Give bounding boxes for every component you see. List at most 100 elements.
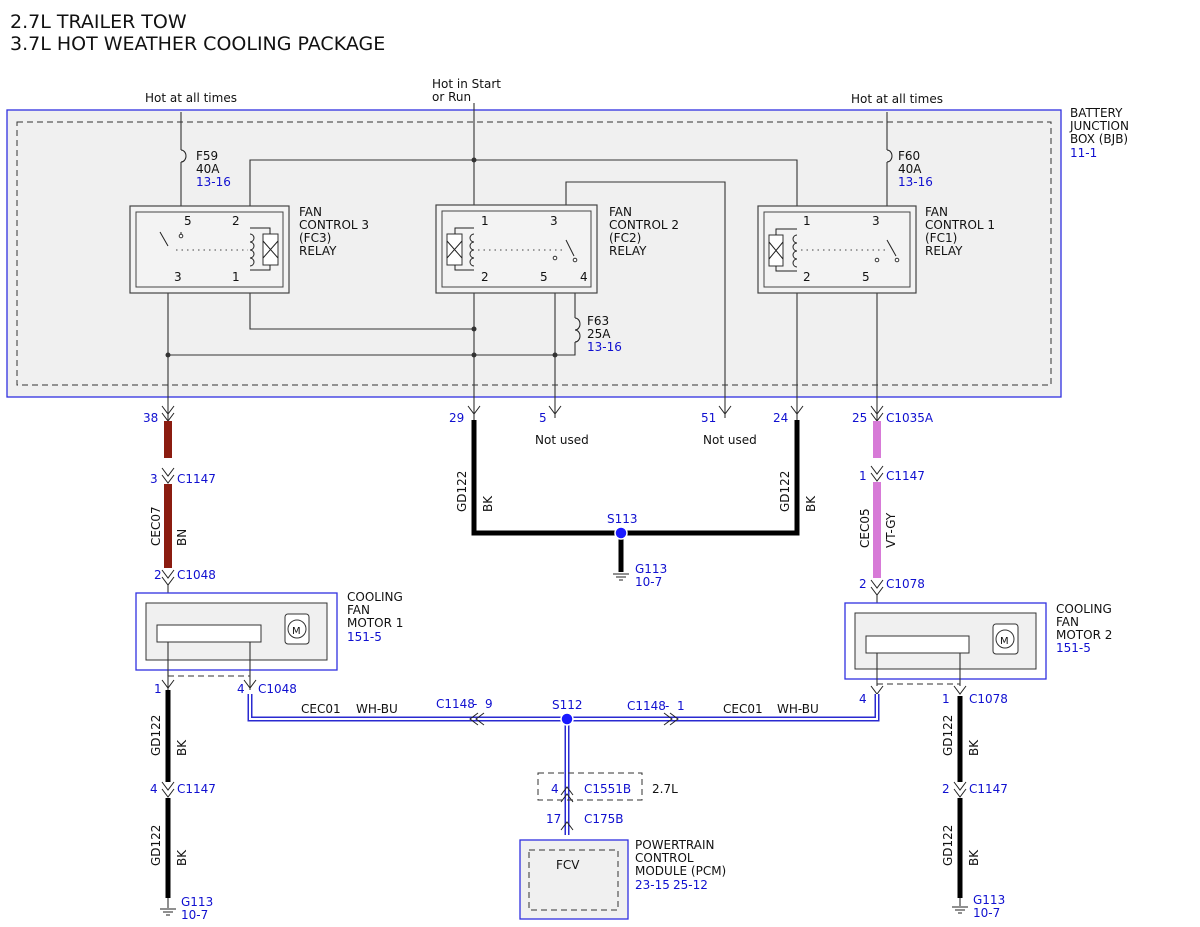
- power-label-middle-1: Hot in Start: [432, 77, 501, 91]
- bjb-pin-25: 25: [852, 411, 867, 425]
- signal-left-pin: 9: [485, 697, 493, 711]
- bl-color-2: BK: [175, 849, 189, 866]
- fc1-pin-2: 2: [803, 270, 811, 284]
- bl-ground: G113: [181, 895, 213, 909]
- fc2-pin-2: 2: [481, 270, 489, 284]
- ground-left-color: BK: [481, 495, 495, 512]
- motor2-c1078: C1078: [969, 692, 1008, 706]
- signal-left-dash: -: [473, 697, 477, 711]
- fuse-f60-name: F60: [898, 149, 920, 163]
- motor1-pins: [167, 642, 251, 690]
- c175b-label: C175B: [584, 812, 624, 826]
- br-circuit-2: GD122: [941, 825, 955, 866]
- left-c1147-bottom-arrow: [161, 781, 175, 798]
- bjb-label-2: JUNCTION: [1069, 119, 1129, 133]
- right-color-vtgy: VT-GY: [884, 512, 898, 548]
- bjb-connector-c1035a: C1035A: [886, 411, 934, 425]
- not-used-pin51: Not used: [703, 433, 757, 447]
- c1551b-pin: 4: [551, 782, 559, 796]
- motor2-pins: [876, 653, 961, 686]
- pcm-fcv: FCV: [556, 858, 580, 872]
- br-ground-ref: 10-7: [973, 906, 1000, 920]
- bl-c1147-pin: 4: [150, 782, 158, 796]
- c1148-1-arrow: [663, 712, 679, 726]
- br-ground: G113: [973, 893, 1005, 907]
- relay-fc2: 1 3 2 5 4: [435, 204, 598, 294]
- br-circuit: GD122: [941, 715, 955, 756]
- motor1-label-3: MOTOR 1: [347, 616, 403, 630]
- motor2-label-3: MOTOR 2: [1056, 628, 1112, 642]
- signal-right-color: WH-BU: [777, 702, 819, 716]
- c1078-arrow: [870, 579, 884, 596]
- fc2-label-1: FAN: [609, 205, 632, 219]
- signal-right-pin: 1: [677, 699, 685, 713]
- left-c1048: C1048: [177, 568, 216, 582]
- motor-1-symbol: M: [292, 626, 301, 637]
- left-c1048-pin: 2: [154, 568, 162, 582]
- title-line-2: 3.7L HOT WEATHER COOLING PACKAGE: [10, 33, 385, 55]
- ground-left-circuit: GD122: [455, 471, 469, 512]
- bl-ground-ref: 10-7: [181, 908, 208, 922]
- bjb-pin-51: 51: [701, 411, 716, 425]
- cooling-fan-motor-1: M: [135, 592, 338, 671]
- fc2-pin-5: 5: [540, 270, 548, 284]
- pcm-module: FCV: [519, 839, 629, 920]
- motor2-pin1: 1: [942, 692, 950, 706]
- ground-g113-left-icon: [160, 908, 176, 916]
- fc1-pin-1: 1: [803, 214, 811, 228]
- motor1-c1048: C1048: [258, 682, 297, 696]
- c1147-right-arrow: [870, 465, 884, 482]
- motor-1-icon: [287, 619, 307, 639]
- c1048-arrow: [161, 569, 175, 586]
- br-color-2: BK: [967, 849, 981, 866]
- power-label-right: Hot at all times: [851, 92, 943, 106]
- fc3-pin-1: 1: [232, 270, 240, 284]
- fuse-f60-ref: 13-16: [898, 175, 933, 189]
- fc1-label-1: FAN: [925, 205, 948, 219]
- c175b-pin: 17: [546, 812, 561, 826]
- right-circuit-cec05: CEC05: [858, 508, 872, 548]
- title-line-1: 2.7L TRAILER TOW: [10, 11, 187, 33]
- left-c1147-pin: 3: [150, 472, 158, 486]
- signal-left-color: WH-BU: [356, 702, 398, 716]
- splice-s112-icon: [560, 712, 574, 726]
- br-c1147-pin: 2: [942, 782, 950, 796]
- fc3-label-4: RELAY: [299, 244, 337, 258]
- bjb-pin-24: 24: [773, 411, 788, 425]
- ground-right-color: BK: [804, 495, 818, 512]
- br-c1147: C1147: [969, 782, 1008, 796]
- pcm-label-2: CONTROL: [635, 851, 694, 865]
- relay-fc3: 5 2 3 1: [129, 205, 290, 294]
- fc2-pin-3: 3: [550, 214, 558, 228]
- ground-g113-center: G113: [635, 562, 667, 576]
- motor1-label-1: COOLING: [347, 590, 403, 604]
- motor2-pin1-arrow: [953, 685, 967, 695]
- left-color-bn: BN: [175, 529, 189, 546]
- power-label-middle-2: or Run: [432, 90, 471, 104]
- fuse-f63-rating: 25A: [587, 327, 611, 341]
- c1551b-label: C1551B: [584, 782, 631, 796]
- motor1-pin4-arrow: [243, 679, 257, 689]
- c1551b-connector: [537, 772, 643, 801]
- power-label-left: Hot at all times: [145, 91, 237, 105]
- c175b-arrow: [560, 821, 574, 831]
- br-color: BK: [967, 739, 981, 756]
- right-c1147-pin: 1: [859, 469, 867, 483]
- signal-right-dash: -: [665, 699, 669, 713]
- motor2-ref: 151-5: [1056, 641, 1091, 655]
- signal-left-circuit: CEC01: [301, 702, 341, 716]
- fc2-label-2: CONTROL 2: [609, 218, 679, 232]
- bjb-label-3: BOX (BJB): [1070, 132, 1128, 146]
- right-c1147: C1147: [886, 469, 925, 483]
- fuse-f63-name: F63: [587, 314, 609, 328]
- signal-right-circuit: CEC01: [723, 702, 763, 716]
- motor2-pin4-arrow: [870, 685, 884, 695]
- fc2-pin-4: 4: [580, 270, 588, 284]
- fuse-f63-icon: [574, 317, 581, 343]
- fc1-label-3: (FC1): [925, 231, 957, 245]
- fc2-label-3: (FC2): [609, 231, 641, 245]
- c1147-left-arrow: [161, 467, 175, 484]
- not-used-pin5: Not used: [535, 433, 589, 447]
- fc3-pin-3: 3: [174, 270, 182, 284]
- motor1-label-2: FAN: [347, 603, 370, 617]
